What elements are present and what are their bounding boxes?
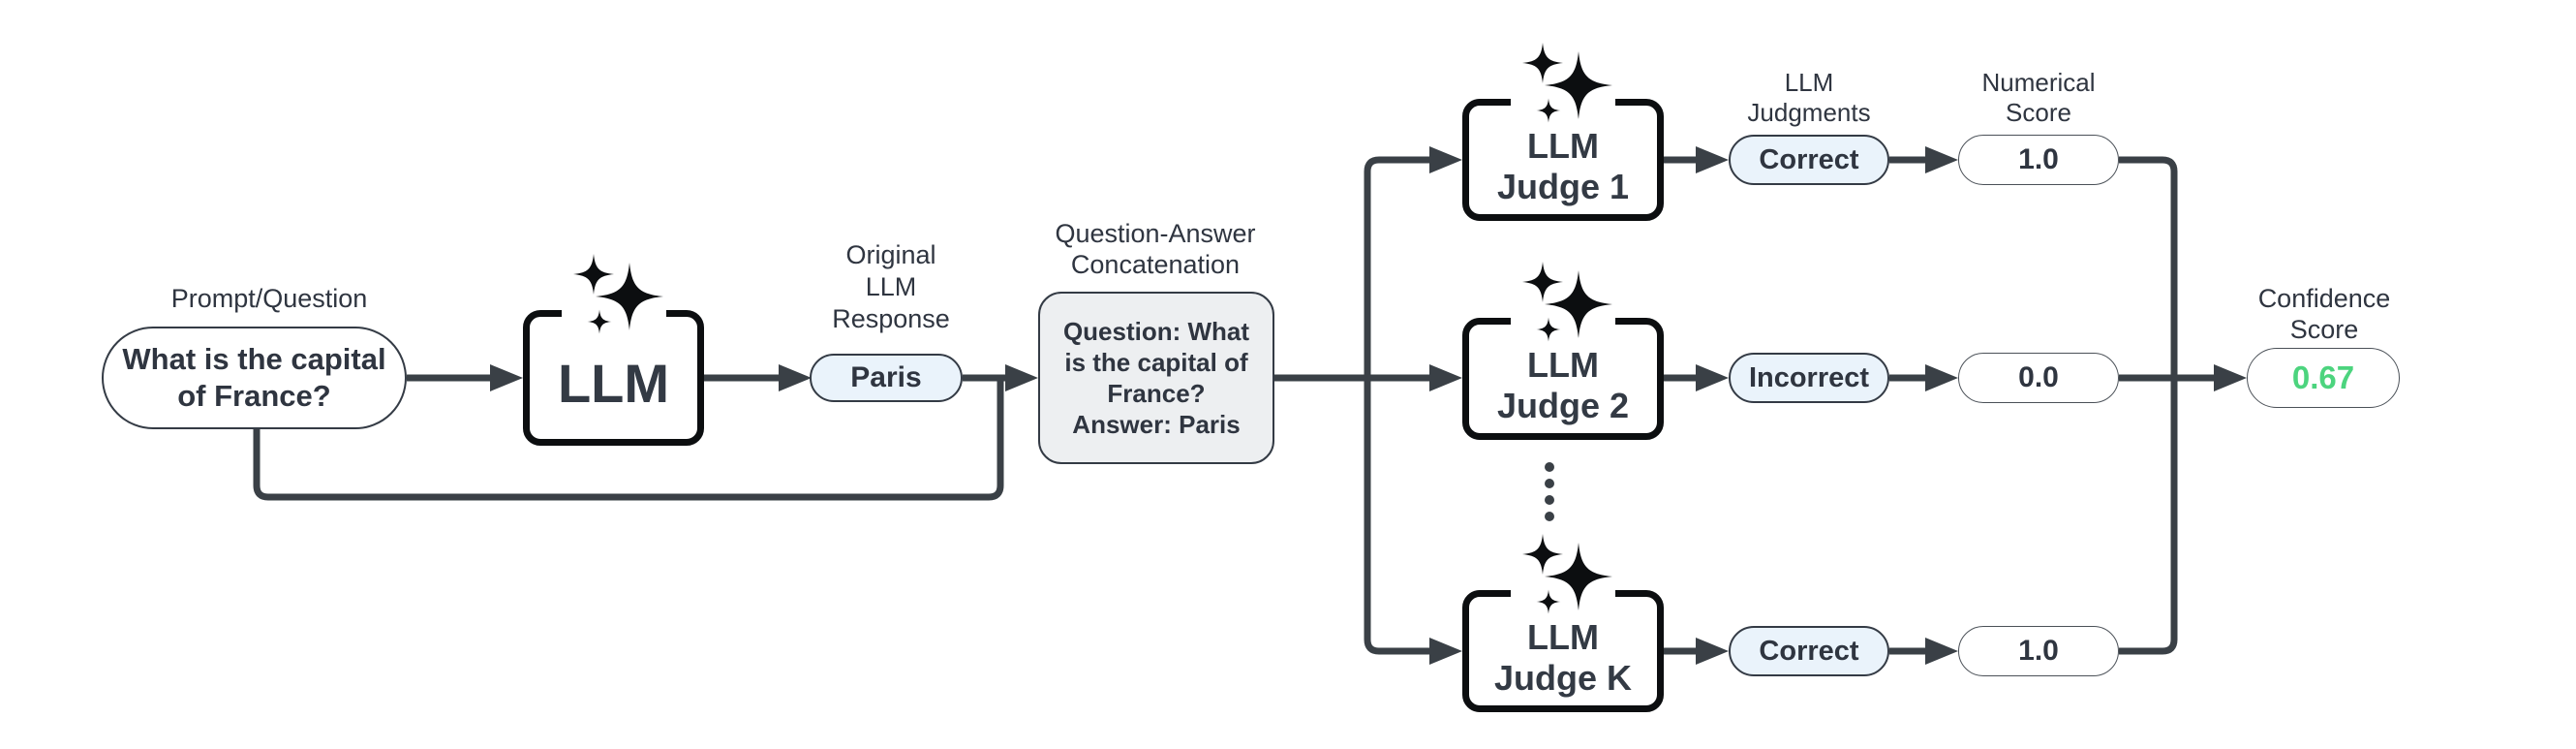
sparkle-icon (1511, 43, 1615, 123)
arrowhead (1925, 638, 1958, 665)
arrowhead (490, 364, 523, 391)
confidence-score-badge: 0.67 (2247, 348, 2400, 408)
confidence-label: Confidence Score (2257, 284, 2391, 344)
concatenation-label: Question-Answer Concatenation (1055, 219, 1256, 279)
sparkle-icon (1511, 262, 1615, 342)
judge-1-node: LLM Judge 1 (1462, 99, 1664, 221)
arrowhead (1925, 364, 1958, 391)
numerical-score-column-label: Numerical Score (1981, 68, 2096, 127)
arrowhead (1925, 146, 1958, 173)
arrowhead (1429, 146, 1462, 173)
sparkle-icon (562, 254, 666, 334)
arrowhead (1429, 638, 1462, 665)
judgment-k-badge: Correct (1729, 626, 1889, 676)
connector-scores-merge (2119, 156, 2178, 655)
score-2-badge: 0.0 (1958, 353, 2119, 403)
arrowhead (1429, 364, 1462, 391)
vertical-ellipsis (1545, 462, 1554, 521)
connector-prompt-bypass (253, 378, 1004, 501)
connector-branch-vertical (1364, 156, 1380, 655)
response-node: Paris (810, 354, 963, 402)
concatenation-node: Question: What is the capital of France?… (1038, 292, 1274, 464)
prompt-label: Prompt/Question (170, 284, 368, 313)
arrowhead (2214, 364, 2247, 391)
arrowhead (779, 364, 812, 391)
sparkle-icon (1511, 534, 1615, 614)
prompt-node: What is the capital of France? (102, 327, 407, 429)
score-k-badge: 1.0 (1958, 626, 2119, 676)
arrowhead (1696, 638, 1729, 665)
arrowheads (490, 146, 2247, 665)
judgment-1-badge: Correct (1729, 135, 1889, 185)
response-label: Original LLM Response (832, 240, 950, 333)
judgments-column-label: LLM Judgments (1747, 68, 1871, 127)
arrowhead (1696, 146, 1729, 173)
judgment-2-badge: Incorrect (1729, 353, 1889, 403)
score-1-badge: 1.0 (1958, 135, 2119, 185)
arrowhead (1005, 364, 1038, 391)
arrowhead (1696, 364, 1729, 391)
